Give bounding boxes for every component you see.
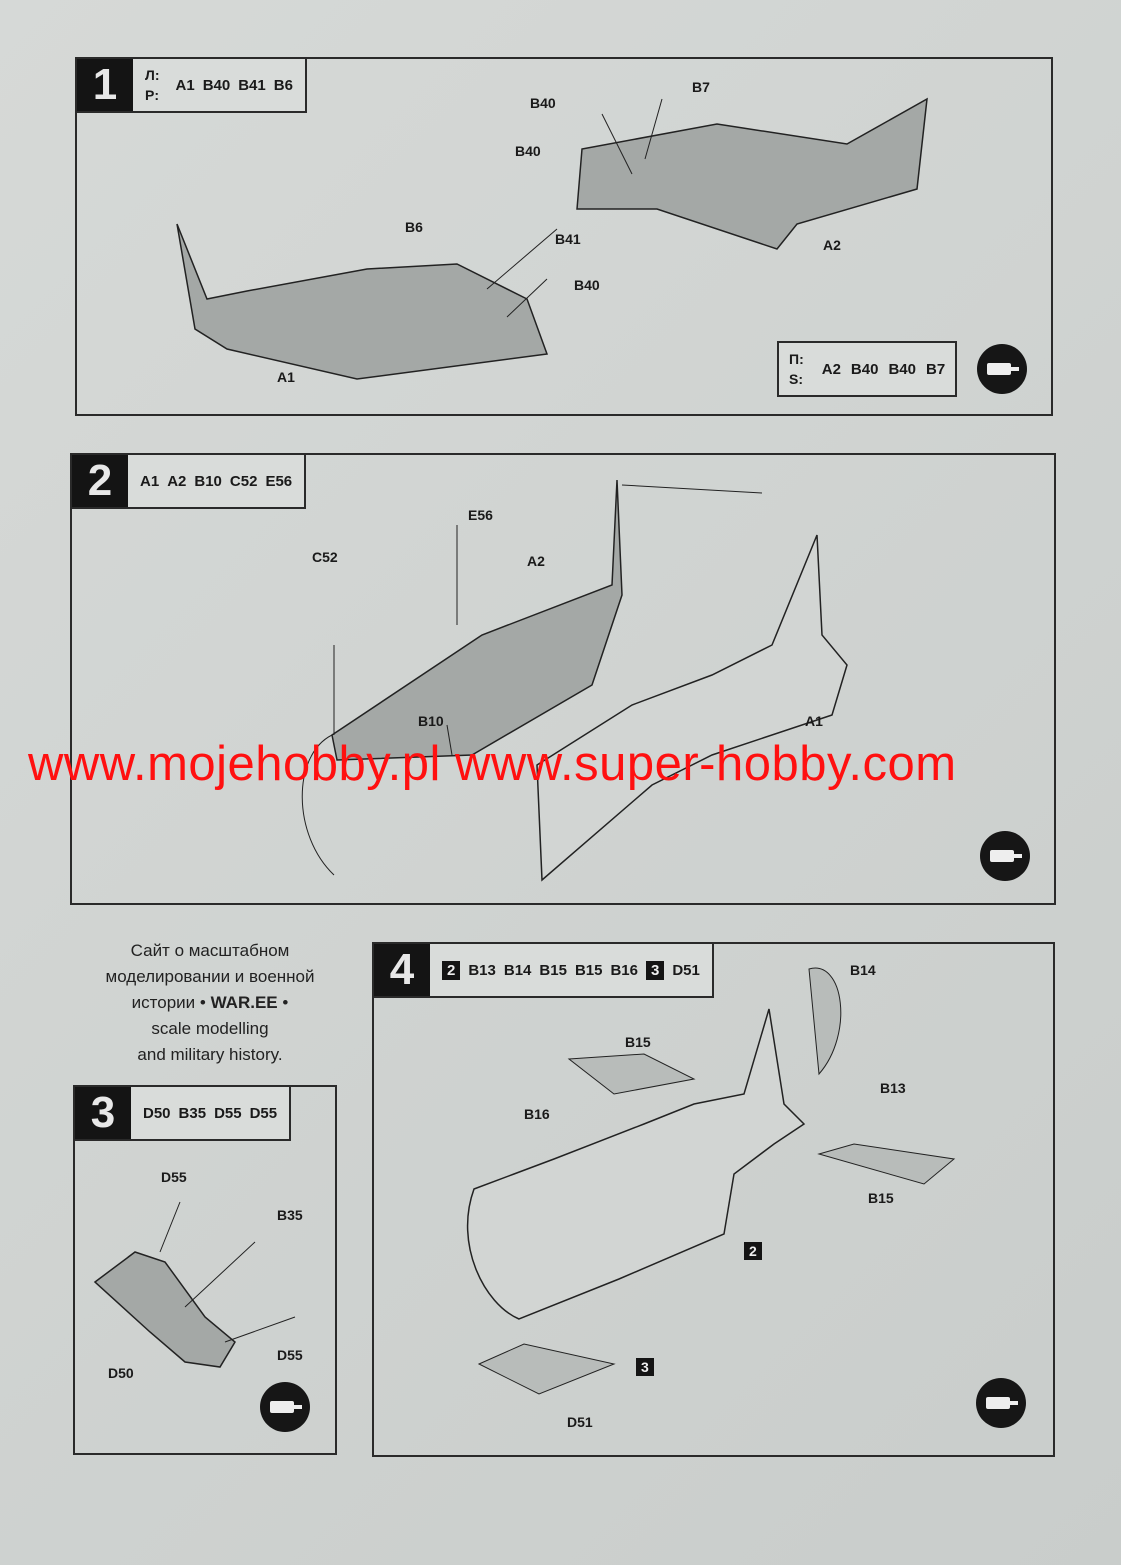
part-label: D55 (277, 1347, 303, 1363)
right-label: P: (145, 87, 159, 103)
fuselage-halves-drawing (176, 97, 928, 380)
part: D50 (143, 1104, 171, 1122)
part-label: B41 (555, 231, 581, 247)
step-2-panel: 2 A1 A2 B10 C52 E56 E56 C52 A2 B10 A1 (70, 453, 1056, 905)
site-credit: Сайт о масштабном моделировании и военно… (80, 938, 340, 1068)
part: A2 (167, 472, 187, 490)
part: B35 (178, 1104, 207, 1122)
part-label: A1 (277, 369, 295, 385)
part: E56 (265, 472, 293, 490)
part: B15 (539, 961, 567, 979)
glue-tube-icon (980, 831, 1030, 881)
step-ref-badge: 2 (442, 960, 461, 980)
step-number: 2 (72, 455, 128, 507)
right-label: S: (789, 371, 803, 387)
part-label: A2 (823, 237, 841, 253)
part: A2 (821, 360, 841, 378)
part-label: E56 (468, 507, 493, 523)
left-label: П: (789, 351, 804, 367)
part-label: B40 (574, 277, 600, 293)
part-label: B15 (625, 1034, 651, 1050)
part: B40 (202, 76, 231, 94)
part: B14 (503, 961, 532, 979)
part: B6 (273, 76, 293, 94)
glue-tube-icon (977, 344, 1027, 394)
part: D51 (672, 961, 700, 979)
part: D55 (249, 1104, 278, 1122)
part-label: A1 (805, 713, 823, 729)
part: A1 (175, 76, 195, 94)
part-label: B10 (418, 713, 444, 729)
part-label: A2 (527, 553, 545, 569)
site-brand: WAR.EE (210, 993, 278, 1012)
step-3-header: 3 D50 B35 D55 D55 (73, 1085, 292, 1141)
left-label: Л: (145, 67, 160, 83)
part-label: B7 (692, 79, 710, 95)
part-label: B16 (524, 1106, 550, 1122)
fuselage-join-drawing (301, 479, 848, 882)
glue-tube-icon (976, 1378, 1026, 1428)
step-2-header: 2 A1 A2 B10 C52 E56 (70, 453, 307, 509)
part-label: B40 (530, 95, 556, 111)
part: D55 (214, 1104, 242, 1122)
step-1-header: 1 Л: P: A1 B40 B41 B6 (75, 57, 307, 113)
step-ref-badge: 3 (636, 1358, 654, 1376)
site-text: scale modelling (151, 1019, 269, 1038)
part-label: B13 (880, 1080, 906, 1096)
part-label: B40 (515, 143, 541, 159)
step-1-right-parts: П: S: A2 B40 B40 B7 (777, 341, 958, 397)
part-label: B15 (868, 1190, 894, 1206)
part: B10 (194, 472, 222, 490)
part: A1 (140, 472, 160, 490)
part-label: B35 (277, 1207, 303, 1223)
step-1-panel: 1 Л: P: A1 B40 B41 B6 B40 B7 B40 B6 B41 B… (75, 57, 1053, 416)
watermark: www.mojehobby.pl www.super-hobby.com (28, 737, 957, 791)
step-ref-badge: 3 (646, 960, 665, 980)
step-number: 4 (374, 944, 430, 996)
step-4-panel: 4 2 B13 B14 B15 B15 B16 3 D51 B14 B15 B1… (372, 942, 1055, 1457)
part-label: B14 (850, 962, 876, 978)
part: B40 (850, 360, 879, 378)
part: C52 (229, 472, 258, 490)
site-text: истории (131, 993, 196, 1012)
part-label: D55 (161, 1169, 187, 1185)
part: B7 (925, 360, 946, 378)
cockpit-floor-drawing (93, 1201, 296, 1368)
step-number: 3 (75, 1087, 131, 1139)
part: B15 (574, 961, 603, 979)
site-text: and military history. (137, 1045, 283, 1064)
site-text: Сайт о масштабном (130, 941, 290, 960)
part-label: D51 (567, 1414, 593, 1430)
glue-tube-icon (260, 1382, 310, 1432)
part: B40 (888, 360, 916, 378)
step-ref-badge: 2 (744, 1242, 762, 1260)
site-text: моделировании и военной (105, 967, 315, 986)
tail-assembly-drawing (466, 967, 956, 1395)
part: B41 (238, 76, 266, 94)
part-label: B6 (405, 219, 423, 235)
step-number: 1 (77, 59, 133, 111)
part-label: D50 (108, 1365, 134, 1381)
step-3-panel: 3 D50 B35 D55 D55 D55 B35 D55 D50 (73, 1085, 337, 1455)
part-label: C52 (312, 549, 338, 565)
part: B16 (610, 961, 638, 979)
step-4-header: 4 2 B13 B14 B15 B15 B16 3 D51 (372, 942, 714, 998)
part: B13 (468, 961, 496, 979)
